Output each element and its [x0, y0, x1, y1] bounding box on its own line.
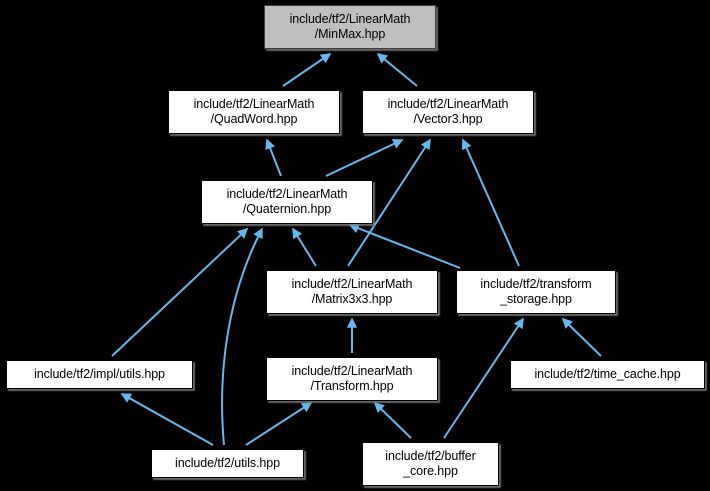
edge-transform_storage-to-quaternion — [348, 223, 461, 269]
edge-quaternion-to-quadword — [265, 138, 282, 177]
edge-utils-to-quaternion — [221, 227, 263, 446]
node-time_cache[interactable]: include/tf2/time_cache.hpp — [510, 360, 705, 389]
node-minmax: include/tf2/LinearMath /MinMax.hpp — [264, 5, 436, 49]
node-impl_utils[interactable]: include/tf2/impl/utils.hpp — [6, 360, 193, 389]
node-label: include/tf2/buffer _core.hpp — [385, 449, 476, 478]
node-matrix3x3[interactable]: include/tf2/LinearMath /Matrix3x3.hpp — [266, 270, 438, 314]
node-label: include/tf2/LinearMath /Vector3.hpp — [387, 97, 509, 126]
node-label: include/tf2/LinearMath /MinMax.hpp — [289, 12, 411, 41]
edge-time_cache-to-transform_storage — [561, 317, 602, 357]
node-label: include/tf2/LinearMath /Transform.hpp — [291, 364, 413, 393]
edge-utils-to-transform — [245, 402, 313, 446]
edge-vector3-to-minmax — [376, 52, 418, 87]
node-buffer_core[interactable]: include/tf2/buffer _core.hpp — [362, 442, 499, 486]
node-vector3[interactable]: include/tf2/LinearMath /Vector3.hpp — [362, 90, 534, 134]
edge-utils-to-impl_utils — [120, 393, 214, 446]
node-quadword[interactable]: include/tf2/LinearMath /QuadWord.hpp — [168, 90, 340, 134]
node-label: include/tf2/LinearMath /QuadWord.hpp — [193, 97, 315, 126]
node-label: include/tf2/utils.hpp — [175, 456, 280, 470]
node-transform[interactable]: include/tf2/LinearMath /Transform.hpp — [266, 357, 438, 401]
node-label: include/tf2/LinearMath /Quaternion.hpp — [226, 187, 348, 216]
node-label: include/tf2/time_cache.hpp — [534, 367, 681, 381]
node-quaternion[interactable]: include/tf2/LinearMath /Quaternion.hpp — [201, 180, 373, 224]
edge-quadword-to-minmax — [282, 53, 332, 87]
edge-quaternion-to-vector3 — [325, 139, 404, 177]
node-label: include/tf2/LinearMath /Matrix3x3.hpp — [291, 277, 413, 306]
node-label: include/tf2/impl/utils.hpp — [34, 367, 165, 381]
edge-matrix3x3-to-quaternion — [292, 227, 317, 267]
edge-impl_utils-to-quaternion — [111, 227, 249, 357]
node-transform_storage[interactable]: include/tf2/transform _storage.hpp — [456, 270, 616, 314]
edge-transform_storage-to-vector3 — [461, 138, 520, 267]
node-label: include/tf2/transform _storage.hpp — [480, 277, 592, 306]
node-utils[interactable]: include/tf2/utils.hpp — [151, 449, 304, 478]
edge-buffer_core-to-transform — [373, 401, 412, 439]
